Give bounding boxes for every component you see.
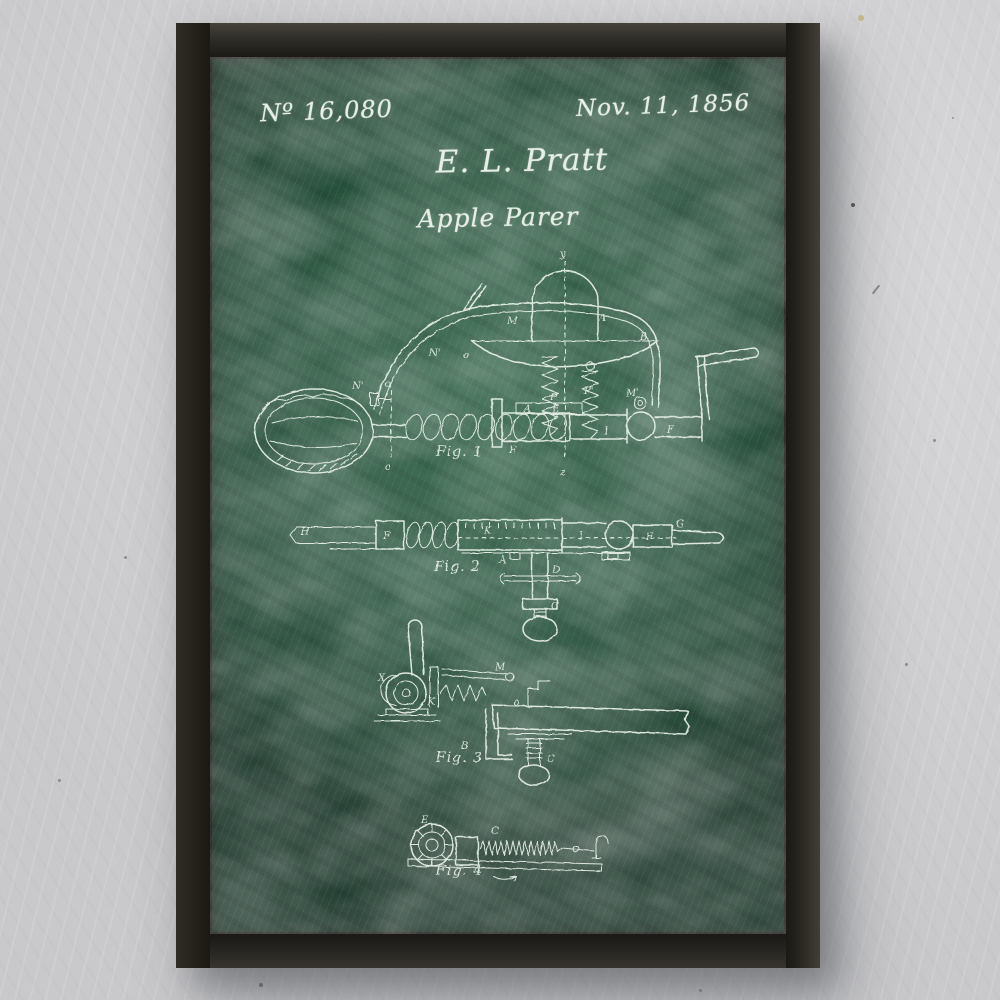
crank-arm	[407, 619, 425, 676]
part-label: I	[603, 426, 609, 437]
crank-handle	[695, 347, 759, 420]
figure-caption: Fig. 1	[435, 444, 483, 460]
part-label: X	[377, 673, 386, 684]
part-label: y	[559, 249, 566, 260]
wall-speck	[699, 989, 702, 992]
part-label: E	[508, 445, 517, 456]
screw-shaft	[372, 398, 703, 448]
part-label: E	[551, 404, 560, 415]
tension-spring	[479, 840, 563, 856]
figure-caption: Fig. 3	[435, 750, 483, 766]
part-label: I	[578, 531, 584, 542]
wall-speck	[58, 779, 61, 782]
part-label: C	[551, 601, 559, 612]
part-label: F	[666, 425, 675, 436]
clamp	[499, 552, 581, 642]
part-label: P'	[583, 386, 593, 397]
wall-speck	[851, 203, 855, 207]
part-label: C	[547, 754, 555, 765]
figure-4: E C Fig. 4	[407, 815, 609, 882]
shaft-end-rod	[671, 529, 724, 545]
apple	[254, 388, 374, 474]
anchor-hook	[591, 835, 609, 859]
spring-right	[581, 370, 599, 440]
part-label: B	[639, 332, 647, 343]
wall-speck	[933, 439, 936, 442]
pusher-spring	[439, 684, 487, 702]
figure-3: X K M o B C Fig. 3	[373, 619, 690, 786]
figure-2: H F K I F G A D C Fig. 2	[289, 517, 724, 642]
wall-scratch	[871, 284, 881, 295]
part-label: o	[463, 350, 469, 361]
part-label: E	[420, 815, 429, 826]
part-label: M'	[625, 388, 639, 399]
part-label: K	[483, 526, 492, 537]
patent-number-text: Nº 16,080	[259, 94, 394, 128]
table-edge	[491, 704, 690, 735]
frame-bevel-bottom	[176, 934, 820, 968]
part-label: G	[676, 519, 684, 530]
picture-frame: Nº 16,080 Nov. 11, 1856 E. L. Pratt Appl…	[176, 23, 820, 968]
figure-1: y z M A B o N' o o N' P P' A E E	[254, 249, 759, 478]
part-label: M	[494, 662, 506, 673]
part-label: K	[427, 697, 436, 708]
frame-bevel-left	[176, 23, 210, 968]
part-label: N'	[351, 381, 364, 392]
part-label: o	[513, 697, 519, 708]
figure-caption: Fig. 4	[435, 863, 483, 879]
figure-caption: Fig. 2	[433, 559, 481, 575]
patent-drawing: y z M A B o N' o o N' P P' A E E	[254, 249, 759, 882]
shaft-coupling	[626, 411, 656, 441]
part-label: F	[382, 531, 391, 542]
frame-bevel-right	[786, 23, 820, 968]
part-label: P	[549, 392, 557, 403]
wall-speck	[952, 117, 954, 119]
part-label: o	[385, 462, 391, 473]
part-label: C	[491, 826, 499, 837]
part-label: N'	[428, 348, 441, 359]
wall-speck	[858, 15, 864, 21]
wall-speck	[124, 556, 127, 559]
frame-bevel-top	[176, 23, 820, 57]
part-label: A	[498, 555, 506, 566]
part-label: z	[559, 467, 566, 478]
wall-speck	[259, 983, 263, 987]
part-label: A	[523, 404, 531, 415]
part-label: D	[551, 565, 560, 576]
part-label: A	[598, 313, 606, 324]
clamp	[485, 708, 550, 786]
wall-speck	[905, 663, 908, 666]
part-label: o	[385, 379, 391, 390]
part-label: M	[506, 316, 518, 327]
part-label: H	[300, 527, 310, 538]
patent-print: Nº 16,080 Nov. 11, 1856 E. L. Pratt Appl…	[210, 57, 786, 934]
part-label: F	[645, 532, 654, 543]
